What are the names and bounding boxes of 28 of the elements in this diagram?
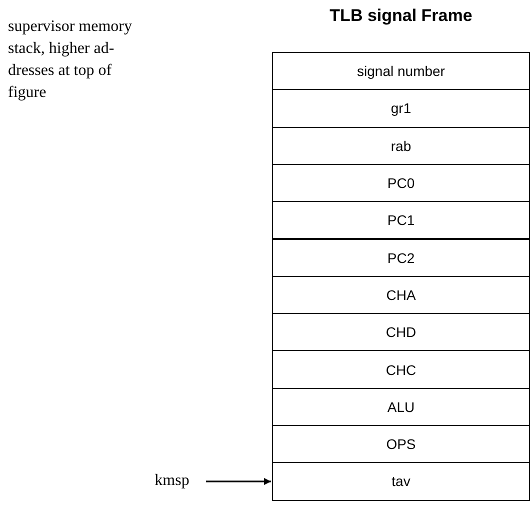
stack-slot [272, 462, 530, 501]
stack-slot [272, 52, 530, 90]
slot-label: rab [390, 138, 412, 154]
stack-slot [272, 89, 530, 128]
pointer-label: kmsp [140, 466, 204, 496]
slot-label: PC0 [387, 175, 415, 192]
stack-slot [272, 276, 530, 314]
note-text: supervisor memory stack, higher ad- dresses at top of figure [8, 17, 133, 103]
stack-slot [272, 388, 530, 426]
slot-label: gr1 [390, 100, 412, 116]
slot-label: ALU [387, 398, 415, 415]
slot-label: CHD [386, 324, 416, 340]
stack-slot [272, 350, 530, 389]
slot-label: tav [392, 473, 410, 490]
slot-label: PC1 [387, 212, 415, 228]
slot-label: OPS [386, 436, 416, 452]
frame-title: TLB signal Frame [328, 6, 474, 26]
stack-slot [272, 126, 530, 165]
arrow [206, 478, 271, 485]
stack-slot [272, 164, 530, 202]
slot-label: signal number [357, 63, 445, 80]
stack-slot [272, 238, 530, 277]
slot-label: CHA [386, 286, 416, 303]
stack-slot [272, 201, 530, 240]
slot-label: PC2 [387, 250, 415, 266]
stack-slot [272, 425, 530, 464]
stack-slot [272, 313, 530, 352]
slot-label: CHC [386, 362, 416, 378]
